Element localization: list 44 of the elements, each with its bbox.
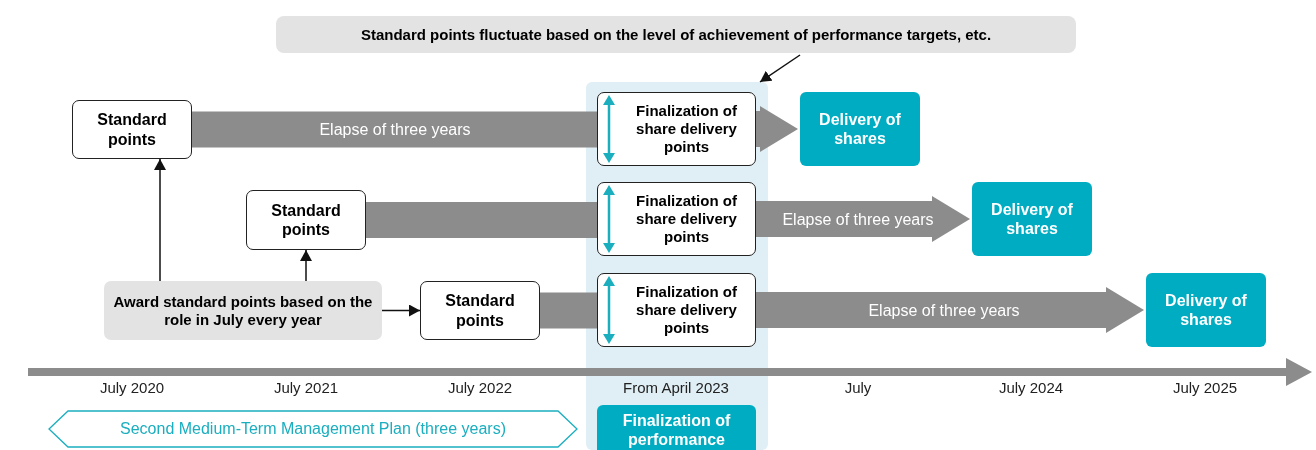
timeline-arrow — [756, 106, 798, 152]
highlight-band — [586, 82, 768, 450]
note-box — [276, 16, 1076, 53]
edge-label: Elapse of three years — [868, 302, 1020, 320]
timeline-label: From April 2023 — [623, 379, 729, 396]
timeline-label: July 2021 — [273, 379, 339, 396]
process-box — [246, 190, 366, 250]
process-box — [597, 92, 756, 166]
box-label: Finalization of share delivery points — [635, 192, 738, 246]
arrow — [300, 249, 312, 282]
timeline-arrow — [756, 196, 970, 242]
box-label: Delivery of shares — [1164, 290, 1248, 330]
note-box — [104, 281, 382, 340]
process-box — [420, 281, 540, 340]
result-box — [597, 405, 756, 450]
box-label: Delivery of shares — [990, 199, 1074, 239]
timeline-label: July 2022 — [447, 379, 513, 396]
box-label: Standard points — [96, 110, 168, 149]
box-label: Second Medium-Term Management Plan (three years) — [120, 419, 506, 439]
timeline-label: July 2020 — [99, 379, 165, 396]
process-box — [597, 182, 756, 256]
box-label: Finalization of share delivery points — [635, 102, 738, 156]
arrow — [759, 54, 801, 83]
result-box — [800, 92, 920, 166]
result-box — [1146, 273, 1266, 347]
result-box — [972, 182, 1092, 256]
timeline-label: July — [844, 379, 872, 396]
edge-label: Elapse of three years — [319, 121, 471, 139]
edge-label: Elapse of three years — [782, 211, 934, 229]
box-label: Finalization of share delivery points — [635, 283, 738, 337]
process-box — [597, 273, 756, 347]
arrow — [381, 304, 421, 317]
box-label: Standard points — [270, 200, 342, 240]
box-label: Delivery of shares — [818, 109, 902, 149]
plan-band — [48, 410, 578, 448]
timeline-label: July 2024 — [998, 379, 1064, 396]
timeline-arrow — [756, 287, 1144, 333]
arrow — [154, 158, 166, 282]
box-label: Standard points — [444, 291, 516, 330]
process-box — [72, 100, 192, 159]
box-label: Award standard points based on the role in July every year — [112, 292, 374, 329]
box-label: Standard points fluctuate based on the level of achievement of performance targets, etc. — [360, 25, 992, 44]
box-label: Finalization of performance — [621, 410, 732, 450]
timeline-label: July 2025 — [1172, 379, 1238, 396]
